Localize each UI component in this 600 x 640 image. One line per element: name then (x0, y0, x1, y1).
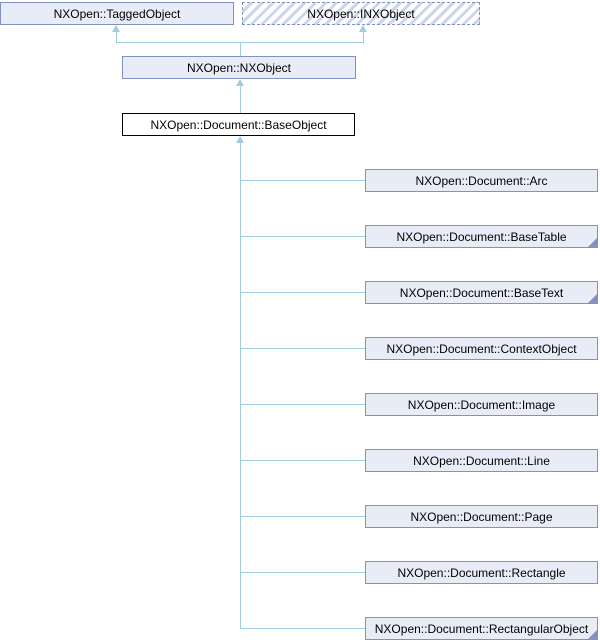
node-document-basetext[interactable]: NXOpen::Document::BaseText (365, 281, 598, 304)
has-subclasses-fold-icon (588, 238, 597, 247)
edge-line (240, 628, 365, 629)
node-document-line[interactable]: NXOpen::Document::Line (365, 449, 598, 472)
node-label: NXOpen::Document::Arc (415, 173, 548, 188)
node-document-contextobject[interactable]: NXOpen::Document::ContextObject (365, 337, 598, 360)
edge-line (240, 348, 365, 349)
edge-line (240, 236, 365, 237)
edge-line (240, 86, 241, 113)
edge-line (240, 460, 365, 461)
node-label: NXOpen::Document::BaseText (399, 285, 564, 300)
node-document-rectangle[interactable]: NXOpen::Document::Rectangle (365, 561, 598, 584)
edge-line (240, 292, 365, 293)
node-document-image[interactable]: NXOpen::Document::Image (365, 393, 598, 416)
has-subclasses-fold-icon (588, 630, 597, 639)
node-label: NXOpen::Document::RectangularObject (374, 621, 589, 636)
node-base-object-focus: NXOpen::Document::BaseObject (122, 113, 355, 136)
node-label: NXOpen::Document::BaseObject (150, 117, 327, 132)
node-label: NXOpen::Document::Image (407, 397, 556, 412)
node-label: NXOpen::Document::Rectangle (397, 565, 566, 580)
inheritance-arrow-icon (236, 136, 244, 143)
node-label: NXOpen::Document::Line (413, 453, 550, 468)
node-label: NXOpen::Document::Page (410, 509, 553, 524)
edge-line (240, 180, 365, 181)
node-document-rectangularobject[interactable]: NXOpen::Document::RectangularObject (365, 617, 598, 640)
node-tagged-object[interactable]: NXOpen::TaggedObject (0, 2, 234, 25)
edge-line (116, 32, 117, 42)
edge-line (363, 32, 364, 42)
edge-line (240, 42, 241, 56)
inheritance-arrow-icon (236, 79, 244, 86)
node-label: NXOpen::Document::BaseTable (396, 229, 567, 244)
node-label: NXOpen::NXObject (186, 60, 292, 75)
node-label: NXOpen::INXObject (307, 6, 415, 21)
node-nx-object[interactable]: NXOpen::NXObject (122, 56, 356, 79)
node-document-arc[interactable]: NXOpen::Document::Arc (365, 169, 598, 192)
edge-line (240, 404, 365, 405)
edge-line (240, 516, 365, 517)
has-subclasses-fold-icon (588, 294, 597, 303)
node-document-basetable[interactable]: NXOpen::Document::BaseTable (365, 225, 598, 248)
edge-line (240, 572, 365, 573)
node-document-page[interactable]: NXOpen::Document::Page (365, 505, 598, 528)
node-inx-object[interactable]: NXOpen::INXObject (242, 2, 480, 25)
node-label: NXOpen::TaggedObject (53, 6, 181, 21)
node-label: NXOpen::Document::ContextObject (386, 341, 577, 356)
inheritance-arrow-icon (359, 25, 367, 32)
inheritance-arrow-icon (112, 25, 120, 32)
edge-line (240, 143, 241, 629)
